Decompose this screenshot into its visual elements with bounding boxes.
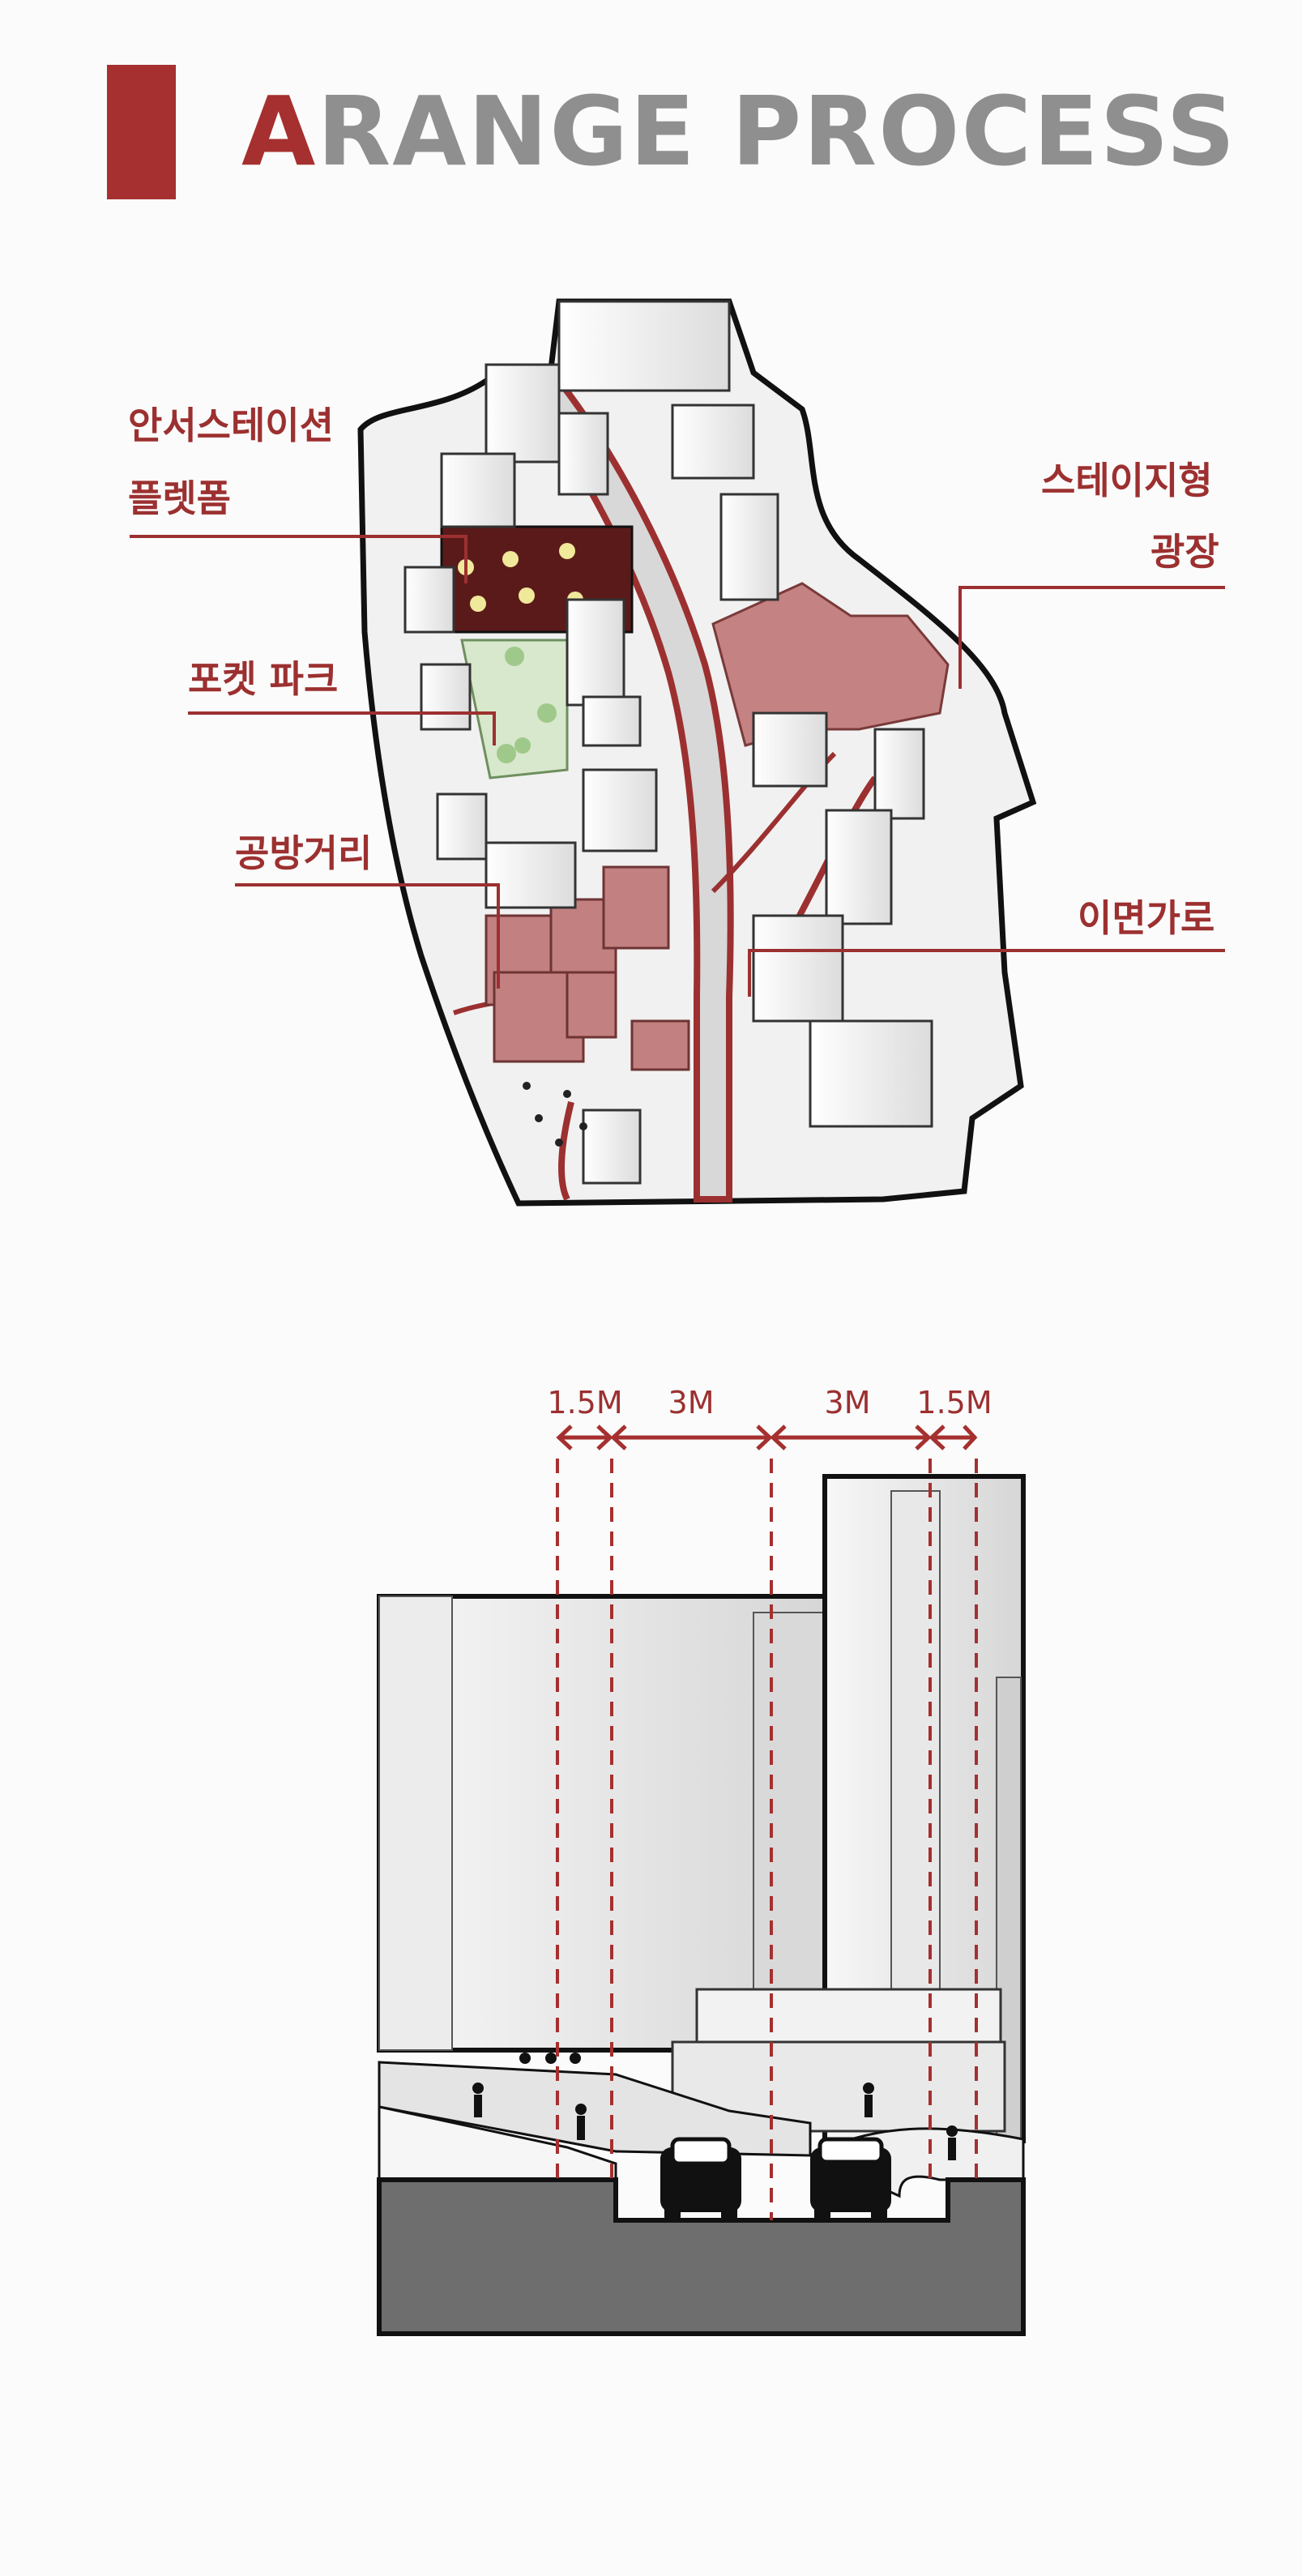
label-back-street: 이면가로 [1078,896,1215,940]
main-road [535,375,734,1203]
dimension-label-left-lane: 3M [668,1385,715,1420]
title-accent-bar [107,65,176,199]
section-ground [377,2177,1026,2336]
section-left-building [377,1594,827,2053]
page-title: ARANGE PROCESS [241,75,1237,187]
workshop-blocks [485,865,690,1071]
label-stage-plaza-line2: 광장 [1150,530,1219,574]
dimension-label-right-sidewalk: 1.5M [916,1385,993,1420]
street-section-drawing [377,1425,1026,2336]
pocket-park [460,639,569,780]
label-station-platform-line1: 안서스테이션 [128,404,334,447]
car-icon [660,2137,741,2220]
label-station-platform-line2: 플렛폼 [128,476,231,520]
label-pocket-park: 포켓 파크 [188,657,339,701]
dimension-label-right-lane: 3M [824,1385,871,1420]
car-icon [810,2137,891,2220]
label-stage-plaza-line1: 스테이지형 [1041,459,1213,502]
site-plan-drawing [130,298,1225,1207]
label-workshop-street: 공방거리 [235,831,373,875]
dimension-label-left-sidewalk: 1.5M [547,1385,623,1420]
